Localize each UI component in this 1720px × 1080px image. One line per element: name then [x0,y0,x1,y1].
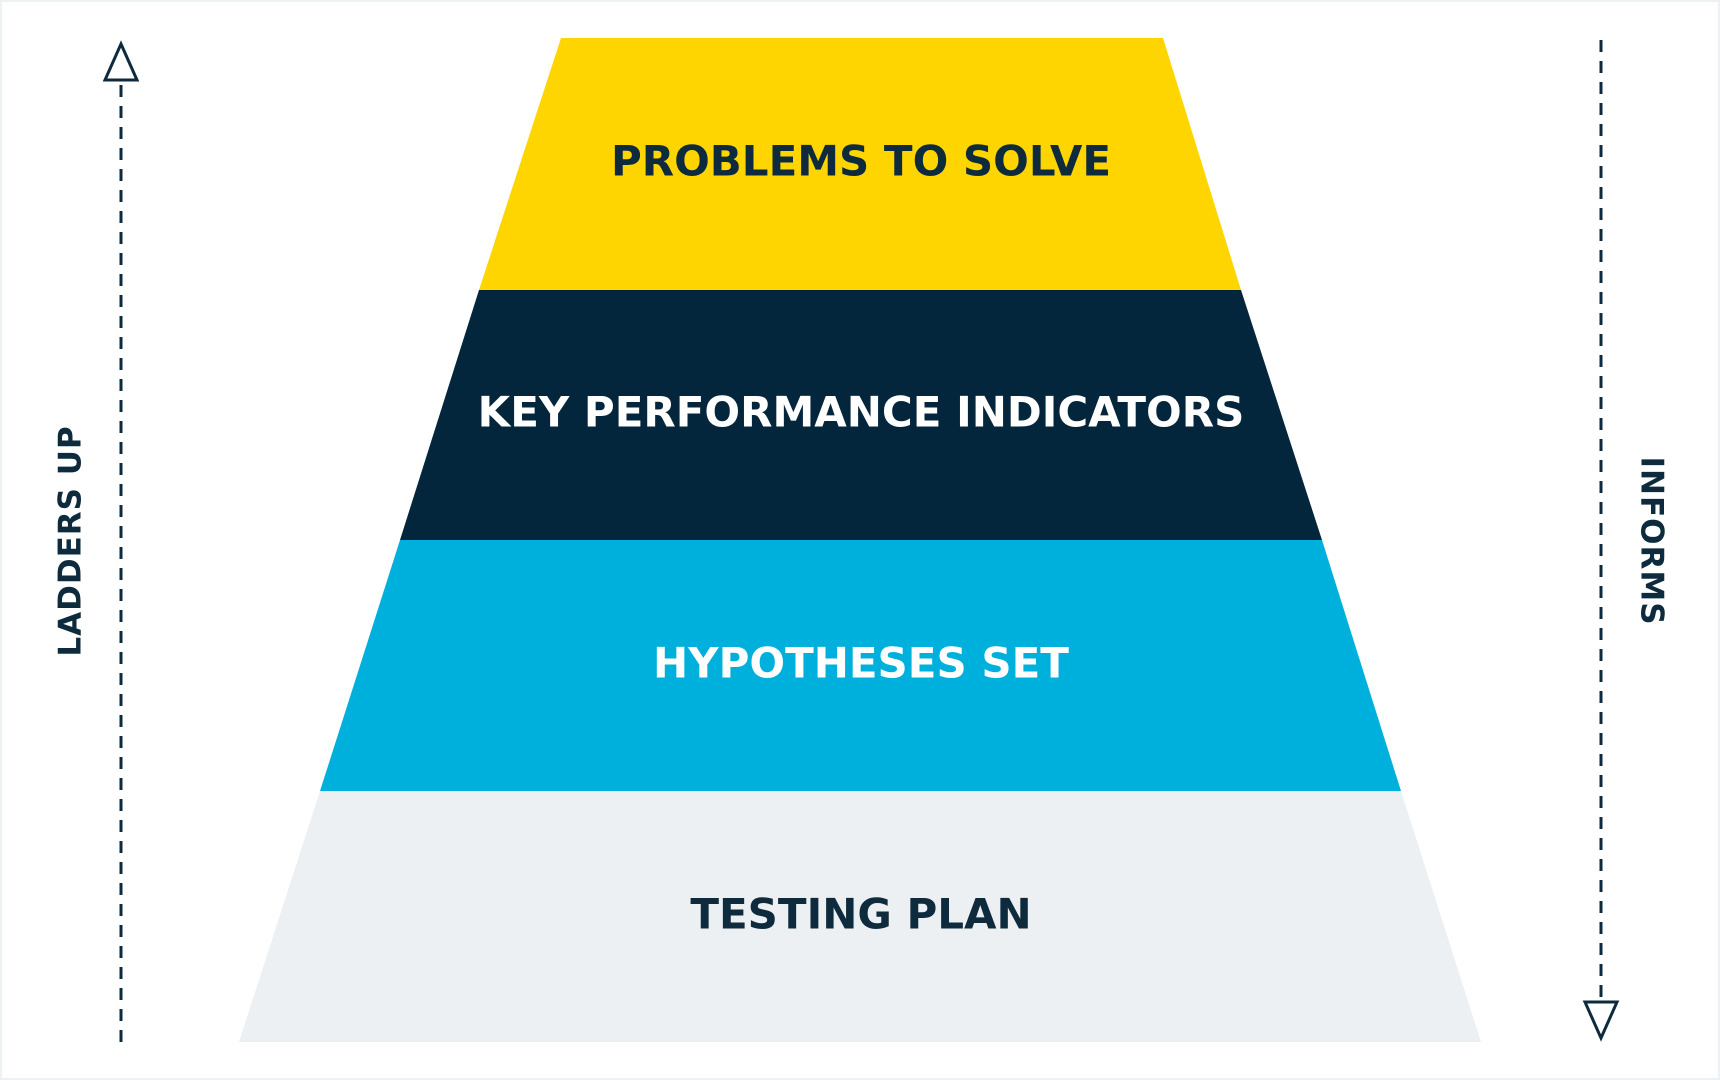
layer-testing-plan: TESTING PLAN [239,791,1481,1042]
informs-label: INFORMS [1634,456,1670,625]
layer-testing-plan-shape [239,791,1481,1042]
layer-hypotheses-set-label: HYPOTHESES SET [653,639,1069,688]
layer-problems-to-solve-shape [479,38,1241,290]
layer-hypotheses-set-shape [320,540,1401,791]
layer-key-performance-indicators-label: KEY PERFORMANCE INDICATORS [478,388,1245,437]
ladders-up-arrow [102,40,140,1042]
layer-key-performance-indicators-shape [400,290,1322,540]
arrow-up-icon [102,40,140,82]
layer-hypotheses-set: HYPOTHESES SET [320,540,1401,791]
layer-problems-to-solve: PROBLEMS TO SOLVE [479,38,1241,290]
informs-arrow [1582,40,1620,1042]
ladders-up-label: LADDERS UP [53,425,89,656]
arrow-down-icon [1582,1000,1620,1042]
layer-key-performance-indicators: KEY PERFORMANCE INDICATORS [400,290,1322,540]
layer-testing-plan-label: TESTING PLAN [690,890,1031,939]
layer-problems-to-solve-label: PROBLEMS TO SOLVE [611,137,1111,186]
